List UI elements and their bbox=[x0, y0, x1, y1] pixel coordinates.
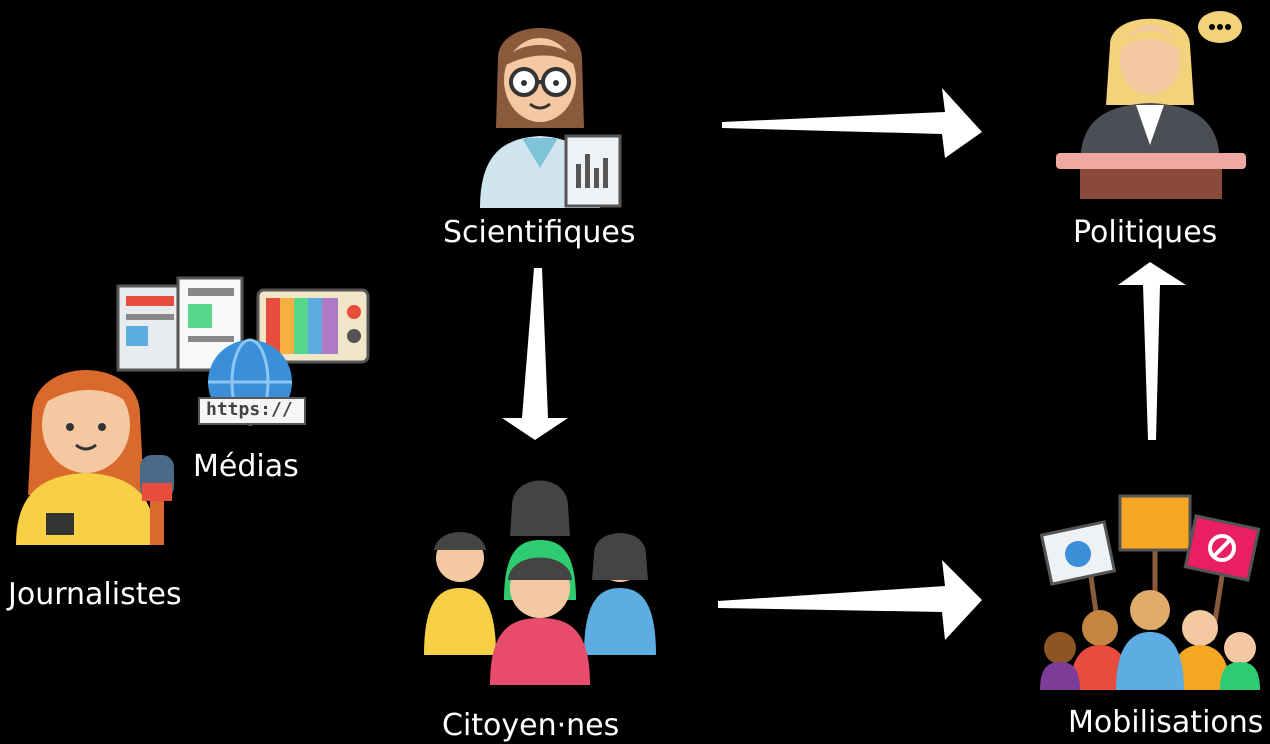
journalists-label: Journalistes bbox=[8, 577, 182, 612]
journalist-with-microphone-icon bbox=[16, 370, 174, 545]
newspaper-icon bbox=[116, 276, 244, 372]
group-of-people-icon bbox=[424, 480, 656, 685]
citizens-label: Citoyen·nes bbox=[442, 708, 620, 743]
arrow-mobilizations-to-politicians bbox=[1118, 262, 1186, 440]
politicians-label: Politiques bbox=[1073, 215, 1218, 250]
url-badge: https:// bbox=[206, 399, 293, 420]
arrow-scientists-to-politicians bbox=[722, 88, 982, 158]
scientists-label: Scientifiques bbox=[443, 215, 636, 250]
politician-at-podium-icon bbox=[1056, 11, 1246, 199]
mobilizations-label: Mobilisations bbox=[1068, 705, 1264, 740]
scientist-icon bbox=[480, 28, 622, 208]
protest-crowd-with-signs-icon bbox=[1039, 494, 1261, 690]
web-globe-icon bbox=[198, 338, 306, 426]
arrow-citizens-to-mobilizations bbox=[718, 560, 982, 640]
arrow-scientists-to-citizens bbox=[502, 268, 568, 440]
media-label: Médias bbox=[193, 449, 299, 484]
television-icon bbox=[256, 288, 370, 364]
